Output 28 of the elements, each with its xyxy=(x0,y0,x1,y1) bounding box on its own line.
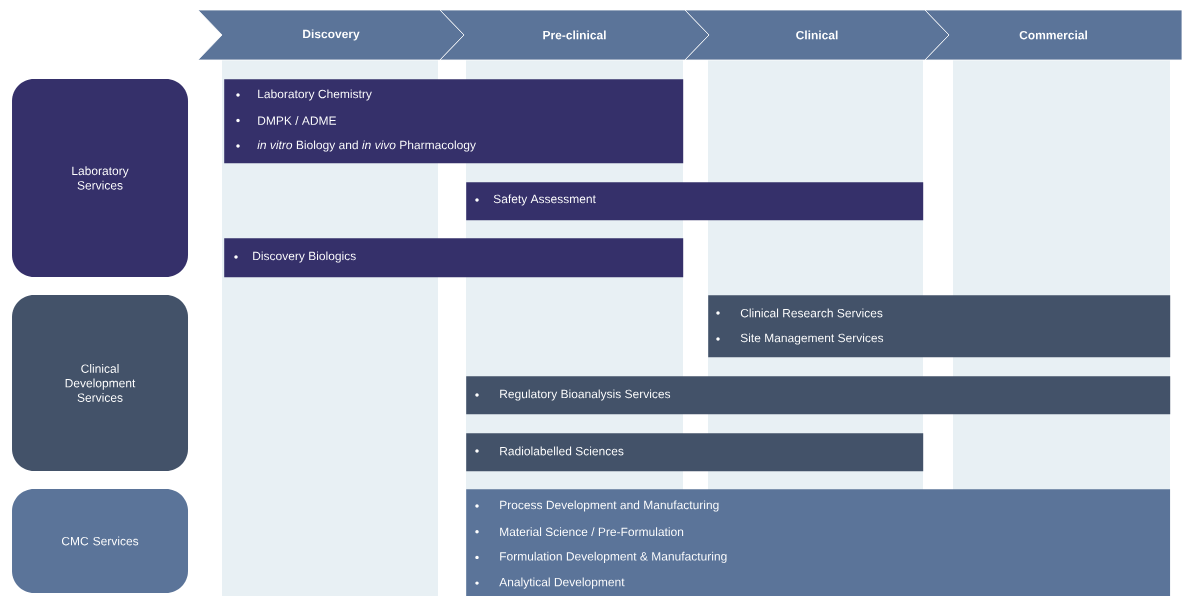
category-box: Laboratory Services xyxy=(12,79,188,277)
category-box: Clinical Development Services xyxy=(12,295,188,471)
node-label: Commercial xyxy=(1019,30,1087,40)
bullet-item: Site Management Services xyxy=(716,333,884,345)
bullet-item: Laboratory Chemistry xyxy=(236,89,372,101)
service-bar xyxy=(466,489,1171,596)
phase-banner: Discovery xyxy=(197,9,465,61)
bullet-item: Safety Assessment xyxy=(475,194,596,206)
bullet-item: Radiolabelled Sciences xyxy=(475,446,624,456)
service-bar xyxy=(466,182,924,221)
bullet-item: Material Science / Pre-Formulation xyxy=(475,527,684,537)
bullet-item: Process Development and Manufacturing xyxy=(475,500,719,512)
service-bar xyxy=(466,376,1171,415)
bullet-item: Analytical Development xyxy=(475,577,625,589)
category-box: CMC Services xyxy=(12,489,188,593)
service-bar xyxy=(224,79,684,164)
service-bar xyxy=(466,433,924,472)
service-bar xyxy=(224,238,684,278)
bullet-item: Discovery Biologics xyxy=(234,251,356,263)
phase-banner: Commercial xyxy=(924,9,1182,61)
phase-banner: Clinical xyxy=(684,9,950,61)
bullet-item: in vitro Biology and in vivo Pharmacology xyxy=(236,140,476,152)
bullet-item: Clinical Research Services xyxy=(716,308,883,318)
bullet-item: Formulation Development & Manufacturing xyxy=(475,551,727,563)
phase-banner: Pre-clinical xyxy=(439,9,710,61)
service-bar xyxy=(708,295,1171,358)
bullet-item: Regulatory Bioanalysis Services xyxy=(475,389,671,401)
bullet-item: DMPK / ADME xyxy=(236,116,336,125)
